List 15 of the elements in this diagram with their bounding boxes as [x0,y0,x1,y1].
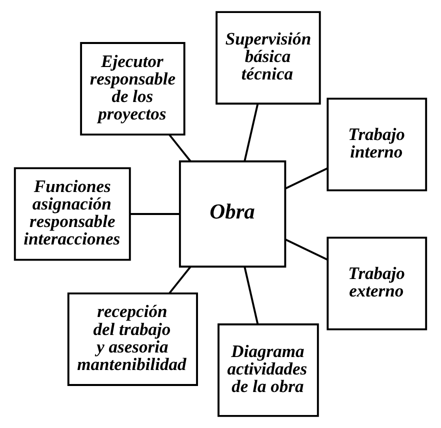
connector [244,104,259,162]
node-box: recepción del trabajo y asesoria mantenibilidad [67,292,198,386]
connector [168,134,192,162]
node-box: Funciones asignación responsable interacciones [14,167,131,261]
connector [168,266,192,294]
node-box: Obra [178,160,286,268]
node-box: Supervisión básica técnica [216,11,321,105]
connector [244,266,259,324]
node-box: Trabajo interno [326,98,428,192]
connector [285,167,328,190]
connector [285,238,328,261]
connector [130,213,180,215]
node-box: Ejecutor responsable de los proyectos [80,42,186,136]
node-box: Diagrama actividades de la obra [218,323,319,417]
node-box: Trabajo externo [326,236,428,330]
